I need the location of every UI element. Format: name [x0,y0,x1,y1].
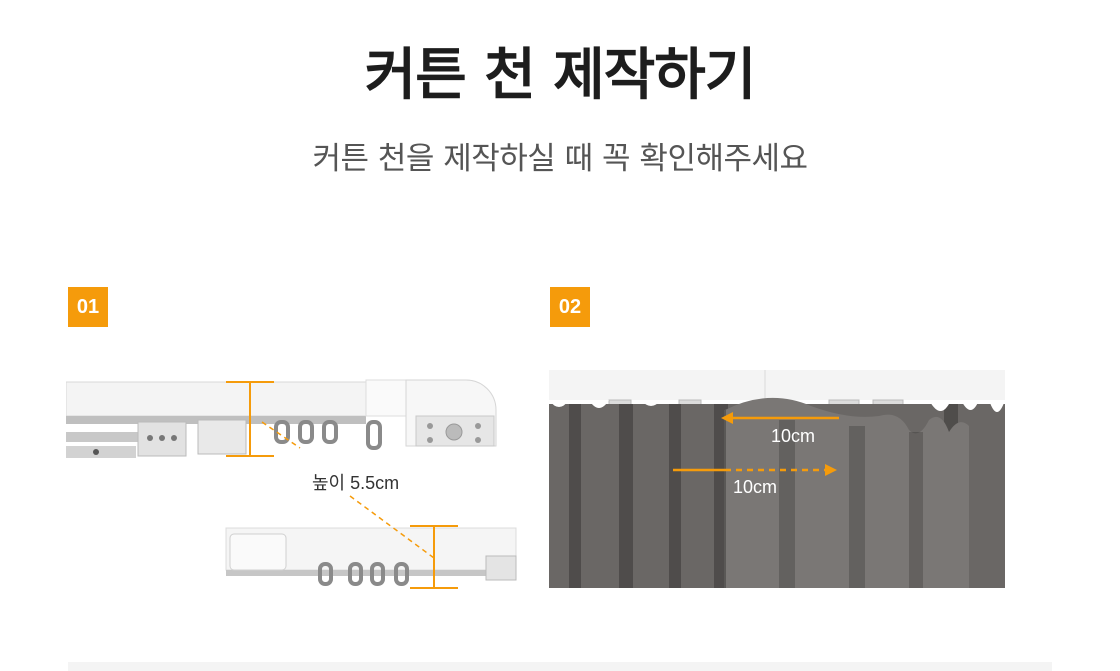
page-subtitle: 커튼 천을 제작하실 때 꼭 확인해주세요 [312,141,808,177]
overlap-label-bottom: 10cm [733,477,777,497]
height-label: 높이 5.5cm [312,473,399,493]
overlap-arrow-top [721,412,839,424]
curtain-overlap-illustration: 10cm 10cm [549,370,1005,588]
top-decoration-fragment [0,0,1120,4]
next-section-edge [68,662,1052,671]
height-marker-upper [226,381,274,457]
step-badge-01: 01 [68,287,108,327]
lower-rail [225,527,517,586]
rail-height-illustration: 높이 5.5cm [66,379,517,589]
step-badge-02: 02 [550,287,590,327]
overlap-arrow-bottom [673,464,837,476]
page-title: 커튼 천 제작하기 [364,43,757,108]
curtain-rail [549,370,1005,400]
height-marker-lower [410,525,458,589]
overlap-label-top: 10cm [771,426,815,446]
curtain-front [725,397,969,588]
upper-rail [66,379,497,458]
